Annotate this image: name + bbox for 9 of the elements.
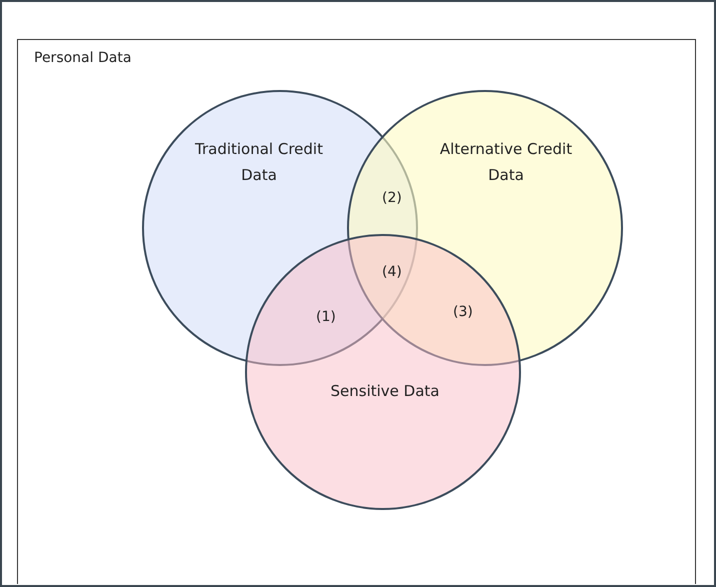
outer-box <box>17 39 696 584</box>
box-title: Personal Data <box>34 50 132 66</box>
region-number: (3) <box>453 304 473 320</box>
region-number: (2) <box>382 190 402 206</box>
region-number: (1) <box>316 309 336 325</box>
set-label: Traditional Credit Data <box>194 139 324 186</box>
set-label: Alternative Credit Data <box>438 139 574 186</box>
set-label: Sensitive Data <box>330 381 440 402</box>
region-number: (4) <box>382 264 402 280</box>
